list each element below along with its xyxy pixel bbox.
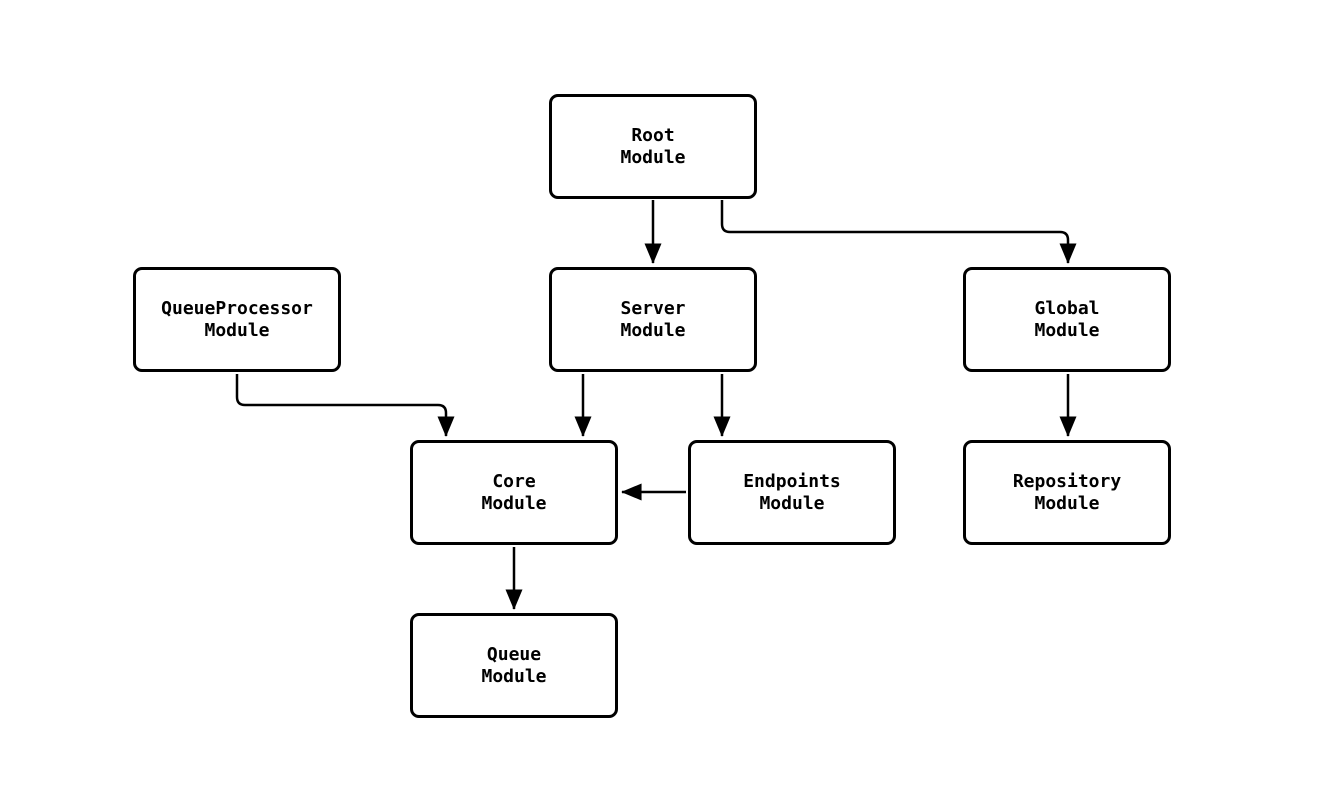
node-root-module: Root Module	[549, 94, 757, 199]
node-repository-module-label: Repository Module	[1012, 470, 1122, 514]
node-core-module: Core Module	[410, 440, 618, 545]
node-server-module-label: Server Module	[620, 297, 686, 341]
node-endpoints-module-label: Endpoints Module	[743, 470, 841, 514]
node-global-module-label: Global Module	[1034, 297, 1100, 341]
node-global-module: Global Module	[963, 267, 1171, 372]
node-queueprocessor-module-label: QueueProcessor Module	[161, 297, 313, 341]
node-core-module-label: Core Module	[481, 470, 547, 514]
edge-root-to-global	[720, 200, 1077, 264]
node-server-module: Server Module	[549, 267, 757, 372]
node-root-module-label: Root Module	[620, 124, 686, 168]
node-queue-module-label: Queue Module	[481, 643, 547, 687]
node-repository-module: Repository Module	[963, 440, 1171, 545]
node-endpoints-module: Endpoints Module	[688, 440, 896, 545]
node-queue-module: Queue Module	[410, 613, 618, 718]
edge-queueprocessor-to-core	[235, 374, 455, 437]
node-queueprocessor-module: QueueProcessor Module	[133, 267, 341, 372]
